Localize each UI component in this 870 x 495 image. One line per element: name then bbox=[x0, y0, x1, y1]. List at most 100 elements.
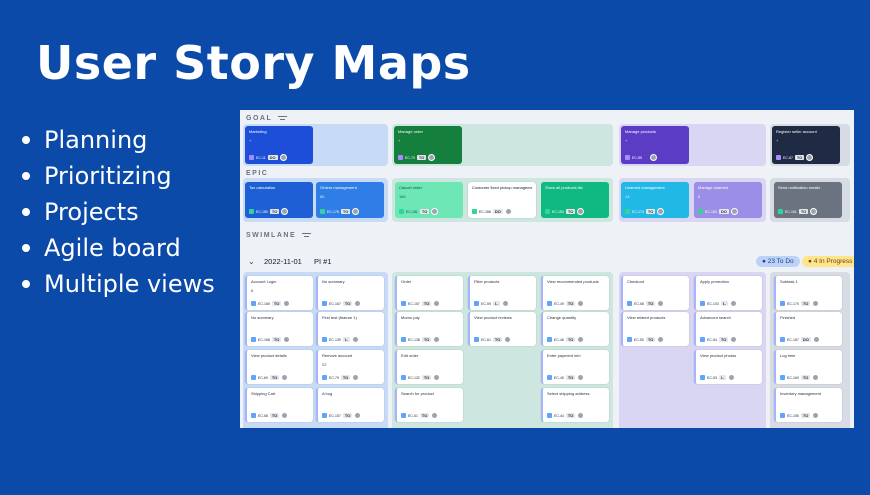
status-badge[interactable]: TO bbox=[800, 301, 811, 306]
card-plus-icon[interactable]: + bbox=[776, 138, 779, 143]
issue-key[interactable]: EC-157 bbox=[329, 413, 341, 418]
issue-key[interactable]: EC-53 bbox=[707, 375, 717, 380]
status-badge[interactable]: TO bbox=[492, 337, 503, 342]
status-badge[interactable]: TO bbox=[800, 413, 811, 418]
status-badge[interactable]: TO bbox=[421, 375, 432, 380]
status-badge[interactable]: TO bbox=[565, 375, 576, 380]
status-badge[interactable]: TO bbox=[421, 337, 432, 342]
status-badge[interactable]: TO bbox=[271, 337, 282, 342]
status-badge[interactable]: TO bbox=[269, 375, 280, 380]
status-badge[interactable]: TO bbox=[645, 209, 656, 214]
issue-key[interactable]: EC-79 bbox=[329, 375, 339, 380]
issue-key[interactable]: EC-49 bbox=[554, 301, 564, 306]
status-badge[interactable]: TO bbox=[565, 301, 576, 306]
issue-key[interactable]: EC-157 bbox=[408, 301, 420, 306]
issue-key[interactable]: EC-59 bbox=[481, 301, 491, 306]
status-badge[interactable]: I.. bbox=[492, 301, 501, 306]
issue-key[interactable]: EC-58 bbox=[258, 413, 268, 418]
issue-key[interactable]: EC-187 bbox=[787, 337, 799, 342]
issue-key[interactable]: EC-69 bbox=[258, 375, 268, 380]
issue-key[interactable]: EC-165 bbox=[258, 301, 270, 306]
status-badge[interactable]: TO bbox=[794, 155, 805, 160]
status-badge[interactable]: DO bbox=[492, 209, 503, 214]
issue-key[interactable]: EC-61 bbox=[481, 337, 491, 342]
in-progress-count-badge[interactable]: ● 4 In Progress bbox=[802, 256, 854, 267]
status-badge[interactable]: TO bbox=[718, 337, 729, 342]
issue-key[interactable]: EC-54 bbox=[707, 337, 717, 342]
issue-key[interactable]: EC-169 bbox=[787, 375, 799, 380]
status-badge[interactable]: TO bbox=[419, 209, 430, 214]
issue-key[interactable]: EC-174 bbox=[632, 209, 644, 214]
status-badge[interactable]: TO bbox=[342, 301, 353, 306]
issue-key[interactable]: EC-132 bbox=[408, 375, 420, 380]
status-badge[interactable]: TO bbox=[645, 337, 656, 342]
card-plus-icon[interactable]: + bbox=[398, 138, 401, 143]
issue-key[interactable]: EC-61 bbox=[408, 413, 418, 418]
goal-card[interactable]: Manage products+EC-85 bbox=[621, 126, 689, 164]
issue-key[interactable]: EC-85 bbox=[632, 155, 642, 160]
issue-key[interactable]: EC-138 bbox=[408, 337, 420, 342]
issue-key[interactable]: EC-11 bbox=[256, 155, 266, 160]
issue-key[interactable]: EC-155 bbox=[787, 413, 799, 418]
filter-icon[interactable] bbox=[278, 115, 288, 122]
issue-key[interactable]: EC-178 bbox=[327, 209, 339, 214]
issue-key[interactable]: EC-45 bbox=[554, 375, 564, 380]
card-plus-icon[interactable]: + bbox=[249, 138, 252, 143]
status-badge[interactable]: I.. bbox=[720, 301, 729, 306]
status-badge[interactable]: TO bbox=[269, 413, 280, 418]
status-badge[interactable]: TO bbox=[565, 337, 576, 342]
issue-key[interactable]: EC-46 bbox=[554, 337, 564, 342]
issue-key[interactable]: EC-44 bbox=[554, 413, 564, 418]
issue-key[interactable]: EC-70 bbox=[405, 155, 415, 160]
card-plus-icon[interactable]: + bbox=[625, 138, 628, 143]
status-badge[interactable]: I.. bbox=[718, 375, 727, 380]
status-badge[interactable]: TO bbox=[800, 375, 811, 380]
status-badge[interactable]: I.. bbox=[342, 337, 351, 342]
issue-key[interactable]: EC-153 bbox=[552, 209, 564, 214]
issue-key[interactable]: EC-181 bbox=[406, 209, 418, 214]
issue-key[interactable]: EC-58 bbox=[634, 301, 644, 306]
todo-count-badge[interactable]: ● 23 To Do bbox=[756, 256, 800, 267]
status-badge[interactable]: DO bbox=[267, 155, 278, 160]
chevron-down-icon[interactable]: ⌄ bbox=[248, 257, 255, 266]
status-badge[interactable]: TO bbox=[340, 209, 351, 214]
status-badge[interactable]: TO bbox=[645, 301, 656, 306]
status-badge[interactable]: TO bbox=[565, 209, 576, 214]
issue-key[interactable]: EC-168 bbox=[258, 337, 270, 342]
issue-key[interactable]: EC-180 bbox=[256, 209, 268, 214]
status-badge[interactable]: TO bbox=[269, 209, 280, 214]
status-badge[interactable]: TO bbox=[416, 155, 427, 160]
